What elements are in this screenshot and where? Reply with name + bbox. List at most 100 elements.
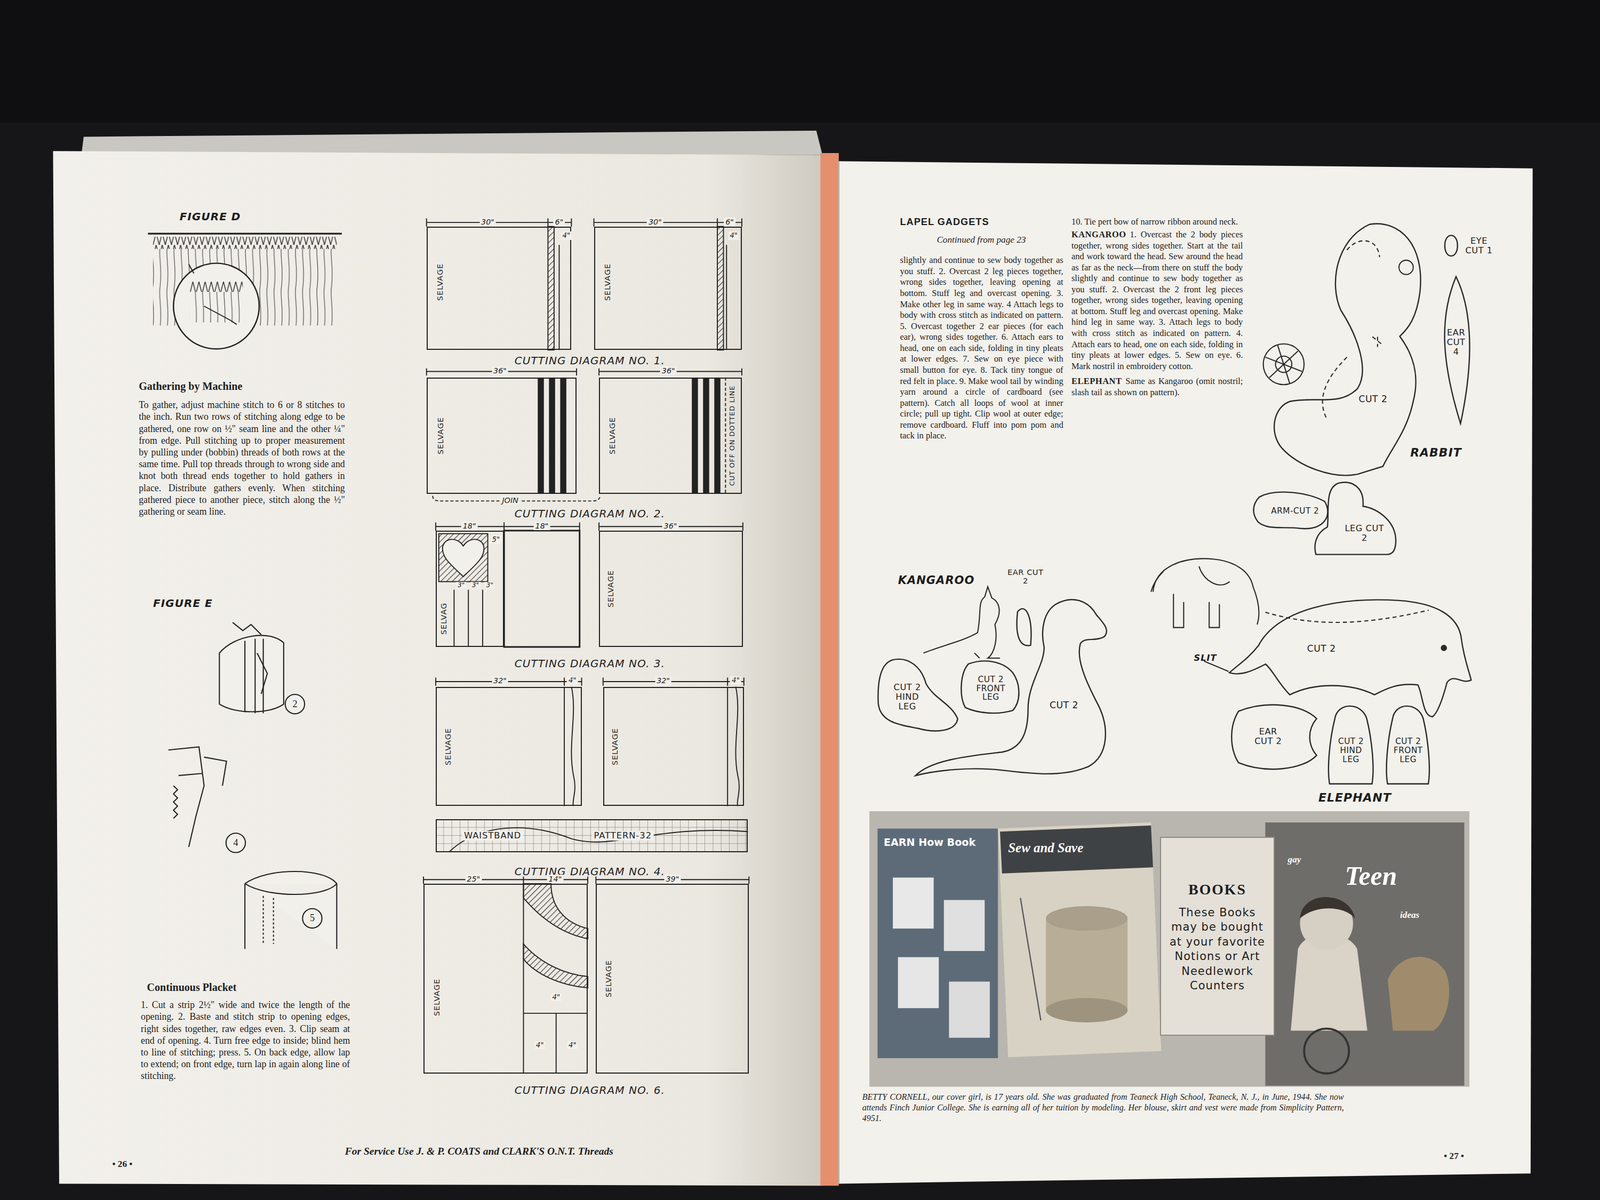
callout-number: 4 — [227, 837, 245, 848]
run-in-heading: KANGAROO — [1071, 229, 1127, 241]
diagram-caption: CUTTING DIAGRAM NO. 2. — [457, 507, 723, 520]
section-heading: LAPEL GADGETS — [900, 216, 990, 229]
piece-label: LEG CUT 2 — [1341, 523, 1387, 543]
fabric-layout: SELVAGE — [598, 530, 743, 647]
cover-title: ideas — [1400, 910, 1420, 920]
ad-text: These Books may be bought at your favori… — [1166, 905, 1269, 993]
section-heading: Gathering by Machine — [138, 379, 243, 393]
animal-sketches — [923, 241, 1447, 672]
dimension: 5" — [490, 535, 502, 544]
pattern-piece: EYE CUT 1 — [1442, 229, 1496, 262]
pattern-piece: ARM-CUT 2 — [1251, 488, 1333, 533]
piece-outline-path — [1232, 704, 1317, 769]
cover-title: Teen — [1345, 862, 1398, 891]
page-edge — [81, 130, 823, 156]
fabric-label: SELVAGE — [433, 978, 442, 1016]
dimension: 14" — [546, 874, 564, 884]
section-heading: Continuous Placket — [147, 980, 237, 994]
cover-title: Sew and Save — [1008, 841, 1131, 855]
figure-e-sketch — [168, 622, 338, 949]
cutting-diagram-details — [423, 218, 749, 1074]
piece-outline-path — [1229, 600, 1471, 717]
fabric-layout: SELVAGE — [595, 883, 749, 1074]
diagram-caption: CUTTING DIAGRAM NO. 6. — [457, 1083, 723, 1097]
dimension: 25" — [465, 874, 482, 884]
fabric-label: WAISTBAND — [461, 830, 524, 841]
continued-note: Continued from page 23 — [936, 234, 1026, 246]
dimension: 36" — [662, 521, 679, 531]
fabric-layout: SELVAGE — [426, 226, 572, 351]
fabric-layout: SELVAGE — [603, 686, 744, 807]
piece-label: CUT 2 FRONT LEG — [972, 674, 1010, 702]
waistband-strip: WAISTBAND PATTERN-32 — [435, 819, 748, 852]
spine-line — [837, 161, 840, 1184]
piece-outline — [1265, 219, 1434, 480]
slit-label: SLIT — [1194, 652, 1218, 664]
dimension: 3" — [456, 581, 467, 590]
fabric-layout: SELVAG — [435, 530, 504, 647]
ad-panel: BOOKSThese Books may be bought at your f… — [1160, 836, 1275, 1036]
dimension: 39" — [664, 874, 681, 884]
piece-outline — [1324, 701, 1378, 786]
fabric-label: SELVAGE — [603, 263, 613, 301]
dimension: 4" — [561, 231, 573, 240]
piece-outline-path — [877, 659, 958, 732]
piece-label: CUT 2 — [1307, 643, 1336, 654]
piece-outline — [911, 596, 1113, 778]
piece-label: EAR CUT 2 — [1249, 726, 1287, 747]
piece-outline — [958, 658, 1023, 717]
spine-strip — [820, 153, 839, 1186]
piece-outline — [1442, 229, 1496, 262]
piece-outline — [1229, 700, 1322, 774]
dimension: 4" — [566, 1041, 579, 1050]
dimension: 4" — [534, 1041, 546, 1050]
piece-outline — [1251, 488, 1333, 533]
piece-outline — [1311, 479, 1400, 556]
piece-outline — [1005, 558, 1047, 655]
piece-outline-path — [961, 660, 1020, 714]
fabric-label: CUT OFF ON DOTTED LINE — [728, 385, 736, 486]
dimension: 3" — [484, 581, 495, 590]
left-page — [52, 150, 823, 1186]
fabric-layout: SELVAGE — [435, 686, 582, 807]
fabric-label: SELVAGE — [606, 570, 616, 608]
body-text: 1. Cut a strip 2½" wide and twice the le… — [140, 998, 350, 1083]
body-text: 1. Overcast the 2 body pieces together, … — [1071, 229, 1243, 372]
piece-label: CUT 2 — [1352, 394, 1394, 405]
fabric-layout: SELVAGECUT OFF ON DOTTED LINE — [598, 377, 742, 494]
run-in-heading: ELEPHANT — [1071, 376, 1122, 388]
fabric-label: PATTERN-32 — [592, 830, 654, 841]
pattern-piece: EAR CUT 2 — [1229, 700, 1322, 774]
dimension: 32" — [654, 676, 672, 685]
piece-label: EAR CUT 2 — [1005, 568, 1045, 586]
piece-outline-path — [1253, 491, 1328, 529]
pattern-piece: EAR CUT 4 — [1433, 273, 1479, 427]
pattern-piece: CUT 2 — [1229, 596, 1471, 720]
body-text: 10. Tie pert bow of narrow ribbon around… — [1071, 216, 1243, 228]
piece-label: EYE CUT 1 — [1463, 236, 1494, 256]
fabric-label: SELVAGE — [436, 417, 446, 455]
body-text: To gather, adjust machine stitch to 6 or… — [138, 398, 345, 518]
pattern-title: KANGAROO — [898, 573, 975, 587]
piece-label: ARM-CUT 2 — [1270, 506, 1319, 516]
dimension: 6" — [723, 217, 736, 227]
diagram-caption: CUTTING DIAGRAM NO. 3. — [457, 657, 723, 670]
dimension: 18" — [533, 521, 551, 531]
body-text: Same as Kangaroo (omit nostril; slash ta… — [1071, 376, 1243, 398]
callout-number: 2 — [286, 699, 304, 709]
dimension: 4" — [730, 676, 742, 685]
fabric-layout: SELVAGE — [594, 226, 742, 351]
piece-outline-path — [1016, 609, 1031, 646]
pattern-piece: CUT 2 — [1265, 219, 1434, 480]
dimension: 30" — [646, 217, 664, 227]
dimension: 3" — [470, 581, 481, 590]
pattern-piece: CUT 2 FRONT LEG — [1382, 701, 1434, 786]
piece-outline-path — [915, 600, 1107, 776]
pattern-title: ELEPHANT — [1318, 790, 1392, 805]
piece-label: EAR CUT 4 — [1442, 328, 1470, 357]
fabric-layout: SELVAGE — [423, 883, 588, 1074]
pattern-piece: LEG CUT 2 — [1311, 479, 1400, 556]
piece-outline-path — [1444, 235, 1458, 257]
